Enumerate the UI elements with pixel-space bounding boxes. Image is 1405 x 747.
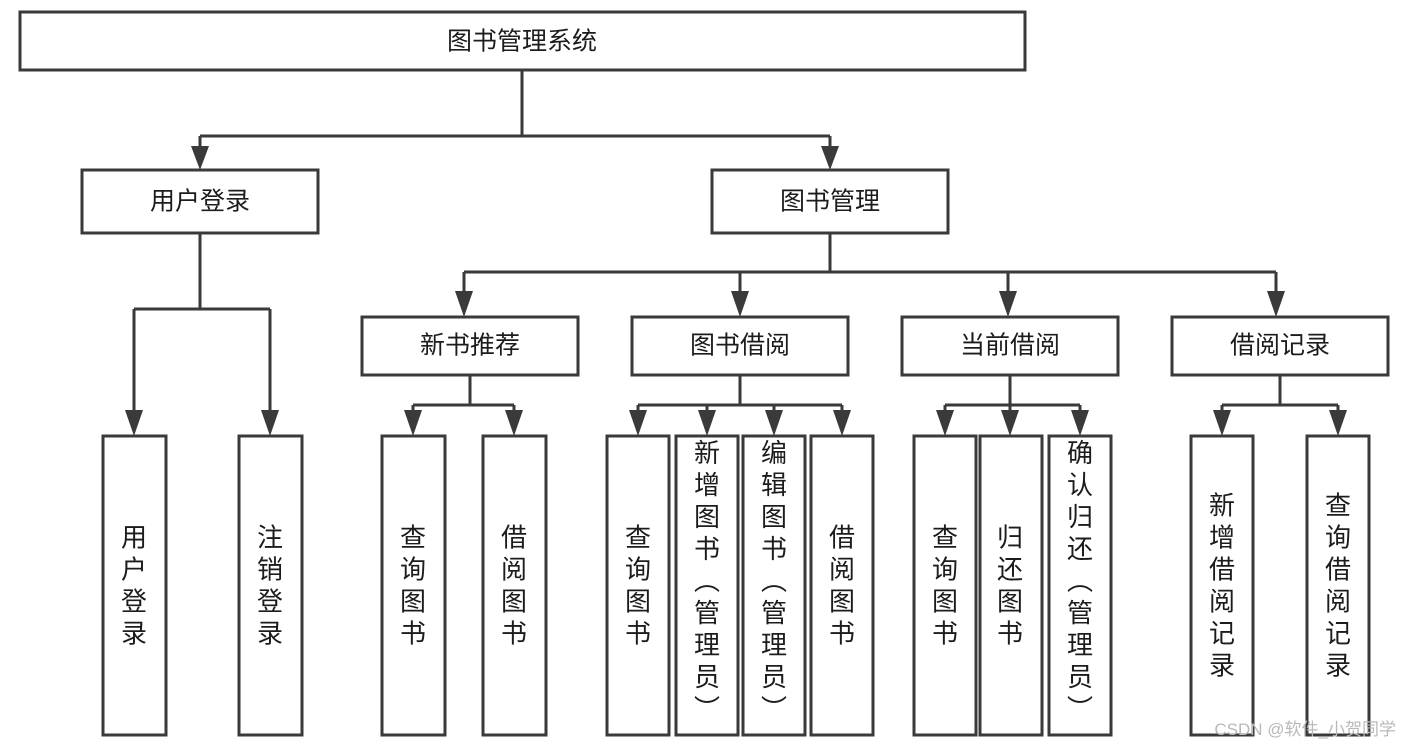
arrow-to-new-book-recommend (455, 291, 473, 317)
node-book-borrow[interactable]: 图书借阅 (630, 315, 850, 377)
node-current-borrow[interactable]: 当前借阅 (900, 315, 1120, 377)
leaf-user-login-box[interactable] (101, 434, 168, 737)
leaf-query-book-3[interactable]: 查询图书 (912, 434, 978, 737)
leaf-add-record[interactable]: 新增借阅记录 (1189, 434, 1255, 737)
node-new-book-recommend-box[interactable] (360, 315, 580, 377)
node-book-borrow-label: 图书借阅 (690, 332, 790, 360)
leaf-borrow-book-1-box[interactable] (481, 434, 548, 737)
arrow-to-leaf-edit-book (765, 410, 783, 436)
leaf-query-book-1-box[interactable] (380, 434, 447, 737)
arrow-to-leaf-add-record (1213, 410, 1231, 436)
leaf-query-book-1-label: 查询图书 (400, 522, 426, 648)
arrow-to-leaf-query-book-1 (404, 410, 422, 436)
node-borrow-record-box[interactable] (1170, 315, 1390, 377)
connector-new-book-recommend-bus (411, 375, 516, 420)
connector-borrow-record-bus (1220, 375, 1340, 420)
leaf-query-book-3-label: 查询图书 (932, 522, 958, 648)
node-user-login-label: 用户登录 (150, 188, 250, 216)
leaf-confirm-return[interactable]: 确认归还︵管理员︶ (1047, 434, 1113, 737)
node-current-borrow-box[interactable] (900, 315, 1120, 377)
arrow-to-book-borrow (731, 291, 749, 317)
leaf-query-book-2-label: 查询图书 (625, 522, 651, 648)
csdn-watermark: CSDN @软件_小贺同学 (1214, 720, 1396, 739)
arrow-to-leaf-user-logout (261, 410, 279, 436)
leaf-add-book-label: 新增图书︵管理员︶ (694, 438, 720, 724)
arrow-to-leaf-borrow-book-1 (505, 410, 523, 436)
arrow-to-leaf-borrow-book-2 (833, 410, 851, 436)
leaf-add-book[interactable]: 新增图书︵管理员︶ (674, 434, 740, 737)
node-root-box[interactable] (18, 10, 1027, 72)
arrow-to-leaf-query-book-2 (629, 410, 647, 436)
node-user-login[interactable]: 用户登录 (80, 168, 320, 235)
leaf-add-record-box[interactable] (1189, 434, 1255, 737)
leaf-user-logout[interactable]: 注销登录 (237, 434, 304, 737)
arrow-to-borrow-record (1267, 291, 1285, 317)
node-new-book-recommend-label: 新书推荐 (420, 332, 520, 360)
node-user-login-box[interactable] (80, 168, 320, 235)
leaf-edit-book-label: 编辑图书︵管理员︶ (761, 438, 787, 724)
connector-book-borrow-bus (636, 375, 844, 420)
arrow-to-book-manage (821, 146, 839, 170)
node-book-manage-label: 图书管理 (780, 188, 880, 216)
node-borrow-record[interactable]: 借阅记录 (1170, 315, 1390, 377)
connectors-group (125, 70, 1347, 436)
leaf-query-book-2[interactable]: 查询图书 (605, 434, 671, 737)
arrow-to-leaf-user-login (125, 410, 143, 436)
arrow-to-leaf-query-book-3 (936, 410, 954, 436)
leaf-return-book-box[interactable] (978, 434, 1044, 737)
leaf-borrow-book-2[interactable]: 借阅图书 (809, 434, 875, 737)
leaf-borrow-book-2-label: 借阅图书 (829, 522, 855, 648)
arrow-to-leaf-query-record (1329, 410, 1347, 436)
connector-user-login-bus (132, 233, 272, 420)
arrow-to-current-borrow (999, 291, 1017, 317)
connector-root-bus (198, 70, 832, 156)
leaf-return-book[interactable]: 归还图书 (978, 434, 1044, 737)
leaf-add-record-label: 新增借阅记录 (1209, 490, 1235, 680)
leaf-borrow-book-2-box[interactable] (809, 434, 875, 737)
leaf-edit-book[interactable]: 编辑图书︵管理员︶ (741, 434, 807, 737)
leaf-edit-book-box[interactable] (741, 434, 807, 737)
leaf-borrow-book-1[interactable]: 借阅图书 (481, 434, 548, 737)
leaf-query-book-2-box[interactable] (605, 434, 671, 737)
leaf-return-book-label: 归还图书 (997, 522, 1023, 648)
arrow-to-leaf-return-book (1001, 410, 1019, 436)
leaf-user-logout-label: 注销登录 (257, 522, 283, 648)
leaf-query-record[interactable]: 查询借阅记录 (1305, 434, 1371, 737)
arrow-to-leaf-confirm-return (1071, 410, 1089, 436)
leaf-confirm-return-box[interactable] (1047, 434, 1113, 737)
arrow-to-leaf-add-book (698, 410, 716, 436)
leaf-confirm-return-label: 确认归还︵管理员︶ (1067, 438, 1093, 724)
node-borrow-record-label: 借阅记录 (1230, 332, 1330, 360)
arrow-to-user-login (191, 146, 209, 170)
leaf-add-book-box[interactable] (674, 434, 740, 737)
node-book-manage[interactable]: 图书管理 (710, 168, 950, 235)
leaf-borrow-book-1-label: 借阅图书 (501, 522, 527, 648)
leaf-query-record-box[interactable] (1305, 434, 1371, 737)
leaf-query-book-3-box[interactable] (912, 434, 978, 737)
leaf-query-book-1[interactable]: 查询图书 (380, 434, 447, 737)
leaf-user-login[interactable]: 用户登录 (101, 434, 168, 737)
node-root-label: 图书管理系统 (447, 28, 597, 56)
leaf-query-record-label: 查询借阅记录 (1325, 490, 1351, 680)
node-book-manage-box[interactable] (710, 168, 950, 235)
node-current-borrow-label: 当前借阅 (960, 332, 1060, 360)
leaf-user-logout-box[interactable] (237, 434, 304, 737)
leaf-user-login-label: 用户登录 (121, 522, 147, 648)
node-root[interactable]: 图书管理系统 (18, 10, 1027, 72)
node-new-book-recommend[interactable]: 新书推荐 (360, 315, 580, 377)
node-book-borrow-box[interactable] (630, 315, 850, 377)
connector-book-manage-bus (462, 233, 1278, 298)
